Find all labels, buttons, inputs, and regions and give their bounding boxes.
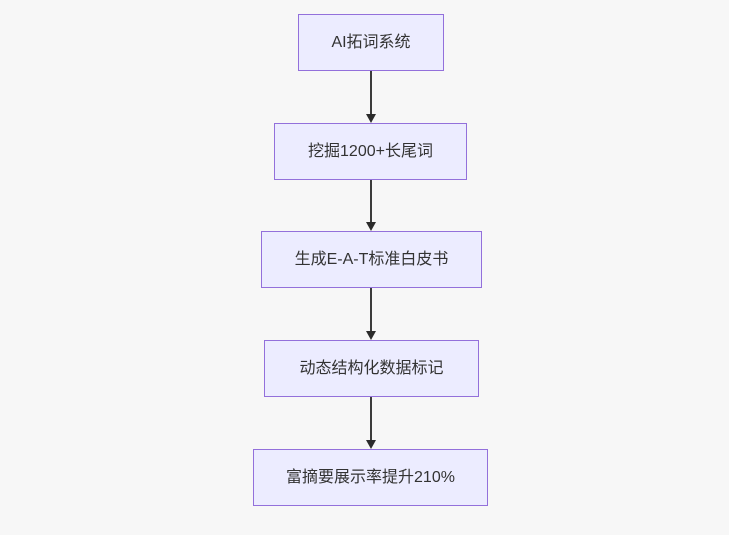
flowchart-node-structured-data-markup: 动态结构化数据标记: [264, 340, 479, 397]
arrowhead-down-icon: [366, 222, 376, 231]
flowchart-node-ai-word-expansion-system: AI拓词系统: [298, 14, 444, 71]
arrow-line: [370, 288, 372, 332]
flow-arrow-4: [365, 397, 377, 449]
arrow-line: [370, 180, 372, 223]
arrowhead-down-icon: [366, 440, 376, 449]
flowchart-node-eat-whitepaper: 生成E-A-T标准白皮书: [261, 231, 482, 288]
node-label: 挖掘1200+长尾词: [308, 142, 433, 160]
flow-arrow-1: [365, 71, 377, 123]
node-label: 动态结构化数据标记: [299, 359, 444, 377]
arrow-line: [370, 397, 372, 441]
arrow-line: [370, 71, 372, 115]
flowchart-node-rich-snippet-rate: 富摘要展示率提升210%: [253, 449, 488, 506]
flow-arrow-3: [365, 288, 377, 340]
node-label: AI拓词系统: [331, 33, 411, 51]
node-label: 富摘要展示率提升210%: [286, 468, 455, 486]
flowchart-node-longtail-keywords: 挖掘1200+长尾词: [274, 123, 467, 180]
node-label: 生成E-A-T标准白皮书: [294, 250, 449, 268]
flow-arrow-2: [365, 180, 377, 231]
arrowhead-down-icon: [366, 331, 376, 340]
arrowhead-down-icon: [366, 114, 376, 123]
